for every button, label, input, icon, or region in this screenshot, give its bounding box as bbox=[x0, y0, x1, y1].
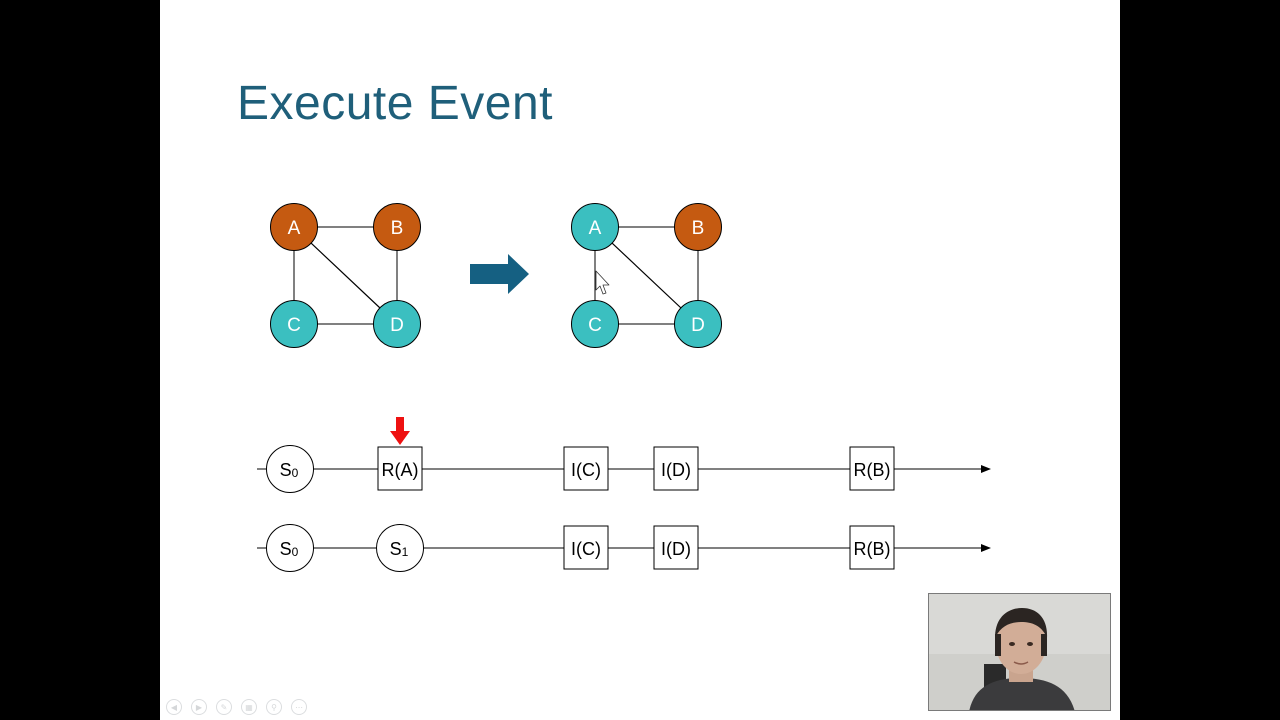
event-box: R(B) bbox=[849, 525, 895, 570]
node-b-label: B bbox=[692, 218, 705, 239]
prev-icon[interactable]: ◀ bbox=[166, 699, 182, 715]
node-a-label: A bbox=[288, 218, 301, 239]
event-label: I(C) bbox=[571, 539, 601, 559]
event-box: R(A) bbox=[377, 446, 423, 491]
event-label: I(C) bbox=[571, 460, 601, 480]
node-a: A bbox=[571, 203, 619, 251]
state-label: S0 bbox=[280, 539, 299, 559]
timeline-top: S0 R(A) I(C) I(D) R(B) bbox=[257, 417, 991, 493]
event-box: R(B) bbox=[849, 446, 895, 491]
mouse-cursor-icon bbox=[595, 270, 610, 295]
presenter-video-icon bbox=[929, 594, 1110, 710]
node-d: D bbox=[674, 300, 722, 348]
node-b: B bbox=[674, 203, 722, 251]
node-d-circle bbox=[373, 300, 421, 348]
state-label: S0 bbox=[280, 460, 299, 480]
node-a-circle bbox=[571, 203, 619, 251]
event-label: I(D) bbox=[661, 460, 691, 480]
node-c-label: C bbox=[287, 315, 301, 336]
slideshow-toolbar: ◀ ▶ ✎ ▦ ⚲ ⋯ bbox=[166, 699, 307, 715]
presenter-webcam bbox=[928, 593, 1111, 711]
down-arrow-icon bbox=[390, 417, 410, 445]
node-a: A bbox=[270, 203, 318, 251]
next-icon[interactable]: ▶ bbox=[191, 699, 207, 715]
node-a-label: A bbox=[589, 218, 602, 239]
state-circle bbox=[376, 524, 424, 572]
more-icon[interactable]: ⋯ bbox=[291, 699, 307, 715]
state-circle bbox=[266, 445, 314, 493]
timeline-bottom: S0 S1 I(C) I(D) R(B) bbox=[257, 524, 991, 572]
event-label: I(D) bbox=[661, 539, 691, 559]
state-s0: S0 bbox=[266, 524, 314, 572]
node-d: D bbox=[373, 300, 421, 348]
node-d-circle bbox=[674, 300, 722, 348]
slide: Execute Event A B C bbox=[160, 0, 1120, 720]
state-s1: S1 bbox=[376, 524, 424, 572]
event-box: I(C) bbox=[563, 525, 609, 570]
node-b-circle bbox=[674, 203, 722, 251]
node-c-circle bbox=[571, 300, 619, 348]
pen-icon[interactable]: ✎ bbox=[216, 699, 232, 715]
node-b-label: B bbox=[391, 218, 404, 239]
graph-after: A B C D bbox=[571, 203, 722, 348]
node-b-circle bbox=[373, 203, 421, 251]
event-box: I(D) bbox=[653, 525, 699, 570]
event-box: I(D) bbox=[653, 446, 699, 491]
right-arrow-icon bbox=[470, 254, 529, 294]
node-d-label: D bbox=[390, 315, 404, 336]
zoom-icon[interactable]: ⚲ bbox=[266, 699, 282, 715]
node-c-label: C bbox=[588, 315, 602, 336]
slide-title: Execute Event bbox=[237, 77, 554, 130]
graph-before: A B C D bbox=[270, 203, 421, 348]
event-label: R(B) bbox=[854, 539, 891, 559]
slides-icon[interactable]: ▦ bbox=[241, 699, 257, 715]
node-c: C bbox=[270, 300, 318, 348]
node-c-circle bbox=[270, 300, 318, 348]
event-label: R(A) bbox=[382, 460, 419, 480]
node-b: B bbox=[373, 203, 421, 251]
node-c: C bbox=[571, 300, 619, 348]
node-d-label: D bbox=[691, 315, 705, 336]
slide-diagram: A B C D A bbox=[257, 203, 991, 572]
event-label: R(B) bbox=[854, 460, 891, 480]
state-s0: S0 bbox=[266, 445, 314, 493]
state-circle bbox=[266, 524, 314, 572]
event-box: I(C) bbox=[563, 446, 609, 491]
state-label: S1 bbox=[390, 539, 409, 559]
node-a-circle bbox=[270, 203, 318, 251]
